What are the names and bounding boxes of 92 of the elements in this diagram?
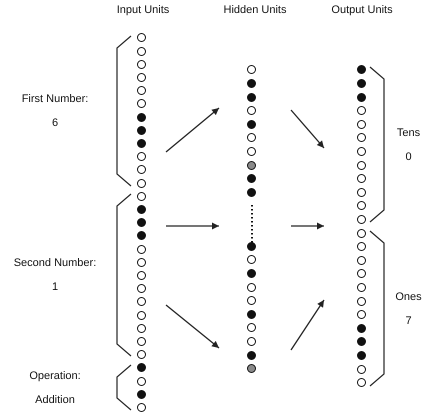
unit-circle bbox=[357, 269, 366, 278]
unit-dot bbox=[357, 92, 366, 102]
unit-circle bbox=[137, 152, 146, 162]
group-label: Operation: bbox=[29, 370, 81, 382]
unit-dot bbox=[137, 231, 146, 240]
unit-dot bbox=[247, 188, 256, 197]
unit-circle bbox=[357, 201, 366, 210]
unit-circle bbox=[137, 46, 146, 56]
unit-circle bbox=[137, 258, 146, 267]
unit-circle bbox=[247, 296, 256, 306]
unit-circle bbox=[357, 160, 366, 170]
unit-circle bbox=[137, 165, 146, 174]
unit-circle bbox=[357, 256, 366, 265]
column-heading: Input Units bbox=[116, 4, 170, 16]
unit-dot bbox=[357, 65, 366, 74]
unit-circle bbox=[137, 350, 146, 360]
group-label: Addition bbox=[35, 394, 75, 406]
unit-circle bbox=[137, 99, 146, 108]
unit-circle bbox=[247, 133, 256, 142]
unit-circle bbox=[357, 228, 366, 238]
unit-circle bbox=[357, 120, 366, 129]
unit-dot bbox=[137, 363, 146, 372]
unit-circle bbox=[357, 364, 366, 374]
group-label: 6 bbox=[52, 117, 58, 129]
group-label: 1 bbox=[52, 281, 58, 293]
unit-circle bbox=[247, 65, 256, 74]
arrow bbox=[290, 300, 325, 350]
arrow bbox=[291, 222, 324, 230]
unit-circle bbox=[357, 282, 366, 292]
shaded-unit-dot bbox=[247, 160, 256, 170]
unit-dot bbox=[247, 268, 256, 278]
unit-dot bbox=[357, 337, 366, 346]
unit-circle bbox=[137, 376, 146, 386]
unit-circle bbox=[137, 284, 146, 294]
unit-circle bbox=[137, 72, 146, 82]
unit-dot bbox=[357, 324, 366, 333]
unit-circle bbox=[137, 336, 146, 346]
unit-circle bbox=[137, 297, 146, 306]
unit-circle bbox=[247, 146, 256, 156]
unit-circle bbox=[137, 402, 146, 412]
unit-circle bbox=[357, 133, 366, 142]
unit-circle bbox=[137, 244, 146, 254]
unit-circle bbox=[357, 146, 366, 156]
group-label: Ones bbox=[395, 290, 422, 302]
unit-circle bbox=[357, 242, 366, 252]
shaded-unit-dot bbox=[247, 364, 256, 374]
group-label: 0 bbox=[405, 150, 412, 162]
unit-dot bbox=[247, 310, 256, 319]
unit-dot bbox=[137, 126, 146, 135]
unit-circle bbox=[137, 270, 146, 280]
unit-circle bbox=[137, 192, 146, 201]
unit-circle bbox=[137, 86, 146, 96]
unit-dot bbox=[137, 138, 146, 148]
unit-dot bbox=[357, 78, 366, 88]
unit-dot bbox=[247, 174, 256, 184]
unit-circle bbox=[357, 106, 366, 116]
unit-circle bbox=[247, 255, 256, 264]
arrow bbox=[166, 108, 220, 152]
unit-circle bbox=[247, 336, 256, 346]
unit-circle bbox=[357, 378, 366, 388]
group-label: Second Number: bbox=[14, 257, 96, 269]
unit-dot bbox=[247, 78, 256, 88]
arrow bbox=[290, 110, 324, 148]
column-heading: Hidden Units bbox=[224, 4, 286, 16]
unit-dot bbox=[247, 120, 256, 129]
unit-dot bbox=[247, 350, 256, 360]
arrow bbox=[166, 304, 220, 348]
column-heading: Output Units bbox=[331, 4, 393, 16]
unit-circle bbox=[137, 178, 146, 188]
unit-dot bbox=[357, 350, 366, 360]
arrow bbox=[166, 222, 219, 230]
unit-circle bbox=[357, 214, 366, 224]
group-label: First Number: bbox=[22, 93, 88, 105]
unit-dot bbox=[137, 218, 146, 228]
unit-circle bbox=[137, 60, 146, 69]
unit-circle bbox=[137, 33, 146, 42]
unit-dot bbox=[137, 204, 146, 214]
unit-circle bbox=[247, 106, 256, 116]
unit-circle bbox=[137, 310, 146, 320]
unit-circle bbox=[357, 310, 366, 320]
unit-dot bbox=[247, 242, 256, 251]
unit-dot bbox=[137, 112, 146, 122]
unit-circle bbox=[137, 324, 146, 333]
group-label: 7 bbox=[405, 314, 412, 326]
unit-circle bbox=[357, 296, 366, 306]
unit-circle bbox=[247, 282, 256, 292]
unit-dot bbox=[137, 390, 146, 399]
unit-dot bbox=[247, 92, 256, 102]
group-label: Tens bbox=[396, 126, 420, 138]
unit-circle bbox=[247, 323, 256, 332]
unit-circle bbox=[357, 188, 366, 197]
unit-circle bbox=[357, 174, 366, 184]
